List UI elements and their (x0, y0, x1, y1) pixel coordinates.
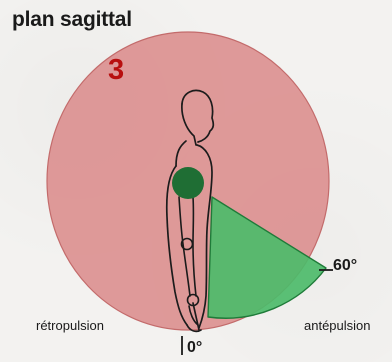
page-title: plan sagittal (12, 8, 132, 32)
figure-number: 3 (108, 54, 124, 87)
shoulder-joint (172, 167, 204, 199)
zero-degree-label: 0° (187, 339, 202, 357)
retropulsion-label: rétropulsion (36, 318, 104, 333)
sixty-degree-label: 60° (333, 257, 357, 275)
antepulsion-label: antépulsion (304, 318, 371, 333)
